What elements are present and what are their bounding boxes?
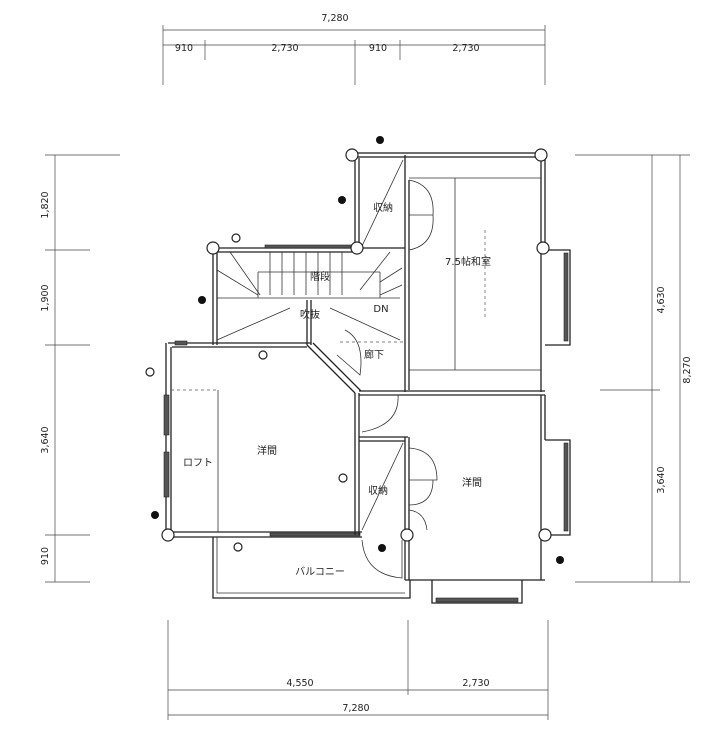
dim-left-1: 1,820 — [40, 191, 51, 218]
label-void: 吹抜 — [300, 308, 320, 321]
top-dimensions: 7,280 910 2,730 910 2,730 — [162, 13, 546, 85]
columns — [145, 136, 564, 564]
label-western-right: 洋間 — [462, 476, 482, 489]
dim-top-4: 2,730 — [452, 43, 479, 54]
label-down: DN — [373, 304, 388, 315]
dim-left-4: 910 — [40, 547, 51, 565]
dim-left-2: 1,900 — [40, 284, 51, 311]
dim-bottom-total: 7,280 — [342, 703, 369, 714]
room-labels: 収納 階段 7.5帖和室 吹抜 DN 廊下 洋間 ロフト 収納 洋間 バルコニー — [183, 201, 491, 578]
dim-bottom-1: 4,550 — [286, 678, 313, 689]
label-loft: ロフト — [183, 458, 213, 469]
bottom-dimensions: 4,550 2,730 7,280 — [167, 620, 549, 720]
dim-left-3: 3,640 — [40, 426, 51, 453]
dim-right-upper: 4,630 — [656, 286, 667, 313]
dim-top-1: 910 — [175, 43, 193, 54]
label-storage-mid: 収納 — [368, 484, 388, 497]
left-dimensions: 1,820 1,900 3,640 910 — [40, 154, 120, 583]
label-hallway: 廊下 — [364, 348, 384, 361]
walls — [163, 152, 571, 604]
dim-bottom-2: 2,730 — [462, 678, 489, 689]
right-dimensions: 4,630 8,270 3,640 — [575, 154, 693, 583]
label-stairs: 階段 — [310, 270, 330, 283]
dim-top-total: 7,280 — [321, 13, 348, 24]
stair-treads — [216, 251, 403, 341]
dim-top-2: 2,730 — [271, 43, 298, 54]
label-balcony: バルコニー — [295, 566, 345, 578]
doors — [336, 179, 438, 579]
label-japanese-room: 7.5帖和室 — [445, 255, 491, 268]
dim-right-lower: 3,640 — [656, 466, 667, 493]
dim-top-3: 910 — [369, 43, 387, 54]
dim-right-total: 8,270 — [682, 356, 693, 383]
label-western-left: 洋間 — [257, 444, 277, 457]
label-storage-top: 収納 — [373, 201, 393, 214]
